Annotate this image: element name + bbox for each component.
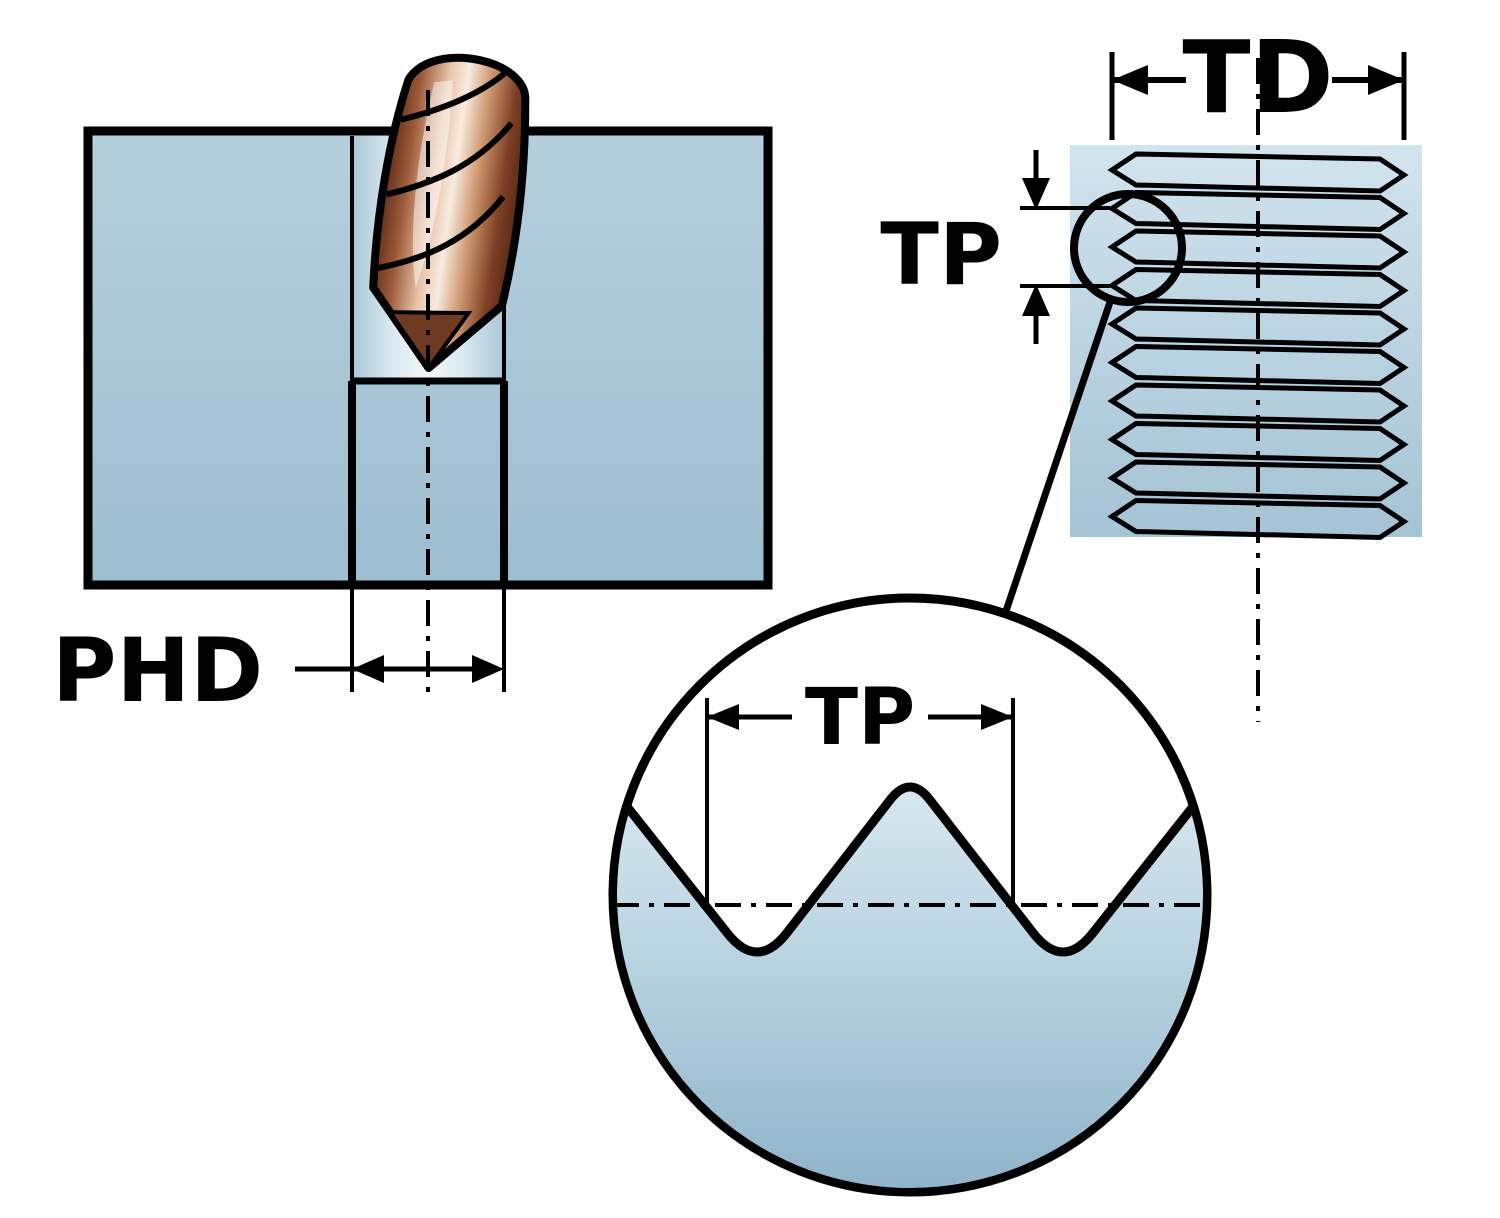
tp-detail-arrow-right-icon (981, 704, 1013, 730)
tp-pitch-dimension: TP (880, 150, 1110, 344)
tool-flute-line-1 (377, 194, 506, 271)
tp-arrow-up-icon (1022, 284, 1050, 316)
thread-profile-detail (617, 765, 1203, 1188)
tp-detail-label: TP (805, 673, 915, 763)
zoom-leader-line (1001, 297, 1115, 616)
tool-body (369, 53, 530, 373)
phd-arrow-right-icon (472, 655, 504, 683)
td-arrow-right-icon (1368, 65, 1404, 95)
threaded-hole-section (1070, 58, 1422, 722)
tp-detail-dimension: TP (705, 673, 1015, 906)
phd-arrow-left-icon (352, 655, 384, 683)
td-arrow-left-icon (1112, 65, 1148, 95)
tp-label: TP (880, 205, 1002, 305)
tool-flute-line-2 (385, 121, 514, 198)
detail-contents (617, 765, 1203, 1188)
tp-detail-arrow-left-icon (707, 704, 739, 730)
tp-arrow-down-icon (1022, 178, 1050, 210)
phd-label: PHD (52, 619, 263, 722)
phd-dimension: PHD (52, 585, 506, 722)
cutting-tool-icon (369, 53, 530, 373)
thread-detail-view: TP (608, 593, 1212, 1197)
tool-highlight (412, 80, 453, 288)
td-label: TD (1182, 19, 1333, 136)
td-dimension: TD (1109, 19, 1407, 140)
tool-flute-line-3 (400, 71, 507, 123)
zoom-region-circle (1070, 190, 1186, 306)
